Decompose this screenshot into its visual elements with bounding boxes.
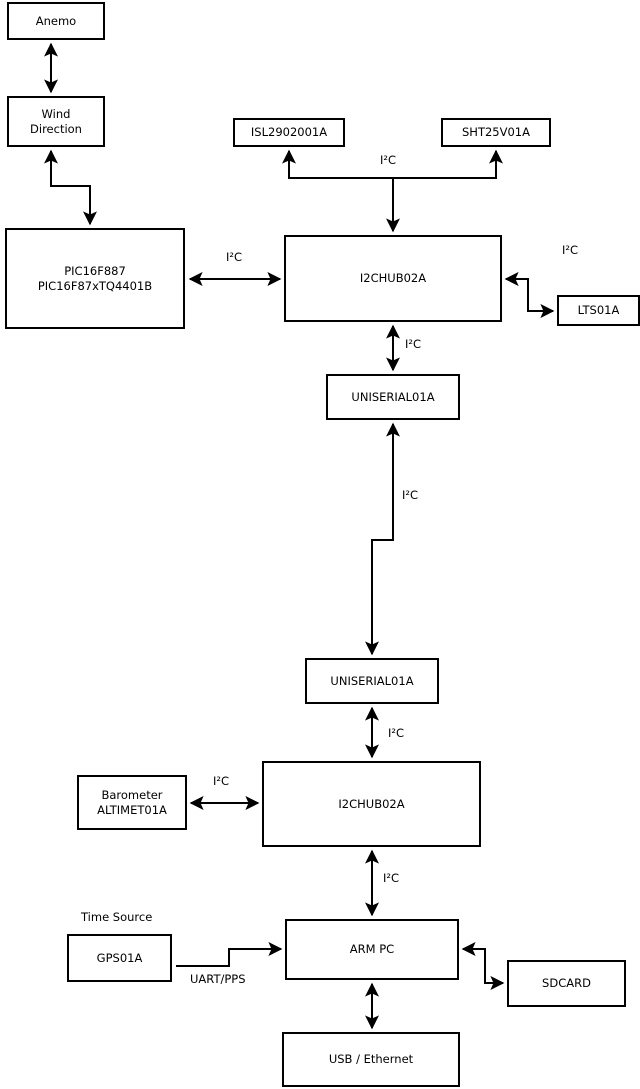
edge-label-i2c-top-bus: I²C [380, 153, 397, 167]
node-arm-pc[interactable]: ARM PC [285, 919, 459, 980]
edge-label-i2c-hub-uniserial: I²C [405, 337, 422, 351]
connector-armpc-sdcard [461, 942, 505, 990]
edge-label-i2c-baro-hub: I²C [213, 774, 230, 788]
node-isl2902001a-label: ISL2902001A [250, 125, 328, 140]
node-sht25v01a-label: SHT25V01A [462, 125, 530, 140]
node-sdcard-label: SDCARD [542, 976, 591, 991]
node-anemo-label: Anemo [35, 13, 77, 28]
edge-label-i2c-uniserial-hubbot: I²C [388, 726, 405, 740]
node-gps01a-label: GPS01A [96, 950, 143, 965]
node-pic16f887[interactable]: PIC16F887 PIC16F87xTQ4401B [5, 228, 185, 329]
node-i2chub02a-bottom[interactable]: I2CHUB02A [262, 761, 481, 847]
connector-wind-pic [44, 149, 97, 226]
node-uniserial01a-bottom-label: UNISERIAL01A [330, 673, 414, 688]
node-i2chub02a-top[interactable]: I2CHUB02A [284, 235, 502, 322]
edge-label-uart-pps: UART/PPS [190, 972, 246, 986]
connector-hub-lts [504, 272, 555, 318]
node-sht25v01a[interactable]: SHT25V01A [441, 118, 551, 147]
node-uniserial01a-top[interactable]: UNISERIAL01A [326, 374, 460, 420]
node-gps01a[interactable]: GPS01A [67, 934, 172, 982]
node-sdcard[interactable]: SDCARD [507, 960, 626, 1007]
connector-uniserial-uniserial [365, 422, 400, 656]
node-uniserial01a-bottom[interactable]: UNISERIAL01A [305, 658, 439, 704]
edge-label-i2c-hub-lts: I²C [562, 243, 579, 257]
edge-label-i2c-uniserial-uniserial: I²C [402, 488, 419, 502]
node-i2chub02a-top-label: I2CHUB02A [359, 271, 427, 286]
node-lts01a-label: LTS01A [577, 303, 620, 318]
node-anemo[interactable]: Anemo [7, 2, 105, 40]
node-barometer-altimet01a-label: Barometer ALTIMET01A [97, 787, 167, 817]
node-barometer-altimet01a[interactable]: Barometer ALTIMET01A [77, 775, 187, 830]
label-time-source: Time Source [81, 910, 153, 924]
node-pic16f887-label: PIC16F887 PIC16F87xTQ4401B [37, 263, 153, 293]
node-arm-pc-label: ARM PC [349, 942, 395, 957]
node-isl2902001a[interactable]: ISL2902001A [233, 118, 345, 147]
node-usb-ethernet[interactable]: USB / Ethernet [282, 1032, 460, 1087]
edge-label-i2c-hub-arm: I²C [383, 871, 400, 885]
node-wind-direction-label: Wind Direction [30, 106, 82, 136]
edge-label-i2c-pic-hub: I²C [226, 250, 243, 264]
node-uniserial01a-top-label: UNISERIAL01A [351, 389, 435, 404]
connector-gps-armpc [176, 942, 283, 967]
node-lts01a[interactable]: LTS01A [557, 295, 640, 326]
node-wind-direction[interactable]: Wind Direction [7, 96, 105, 147]
node-i2chub02a-bottom-label: I2CHUB02A [338, 796, 405, 811]
node-usb-ethernet-label: USB / Ethernet [328, 1052, 414, 1067]
